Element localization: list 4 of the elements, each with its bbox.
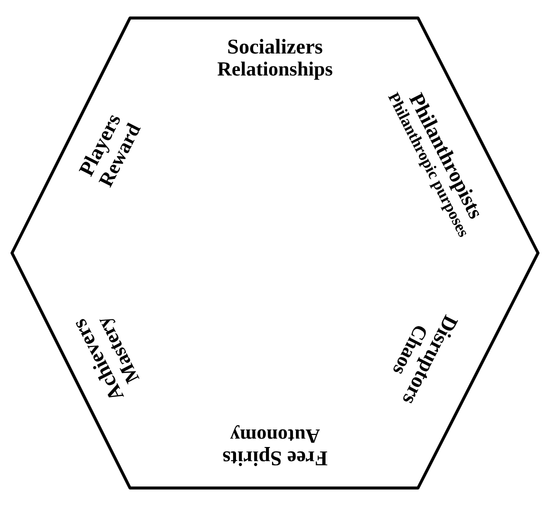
player-type-title: Socializers bbox=[227, 35, 323, 59]
motivation-text: Autonomy bbox=[230, 424, 320, 446]
motivation-text: Relationships bbox=[217, 58, 333, 81]
player-type-title: Free Spirits bbox=[222, 446, 328, 470]
